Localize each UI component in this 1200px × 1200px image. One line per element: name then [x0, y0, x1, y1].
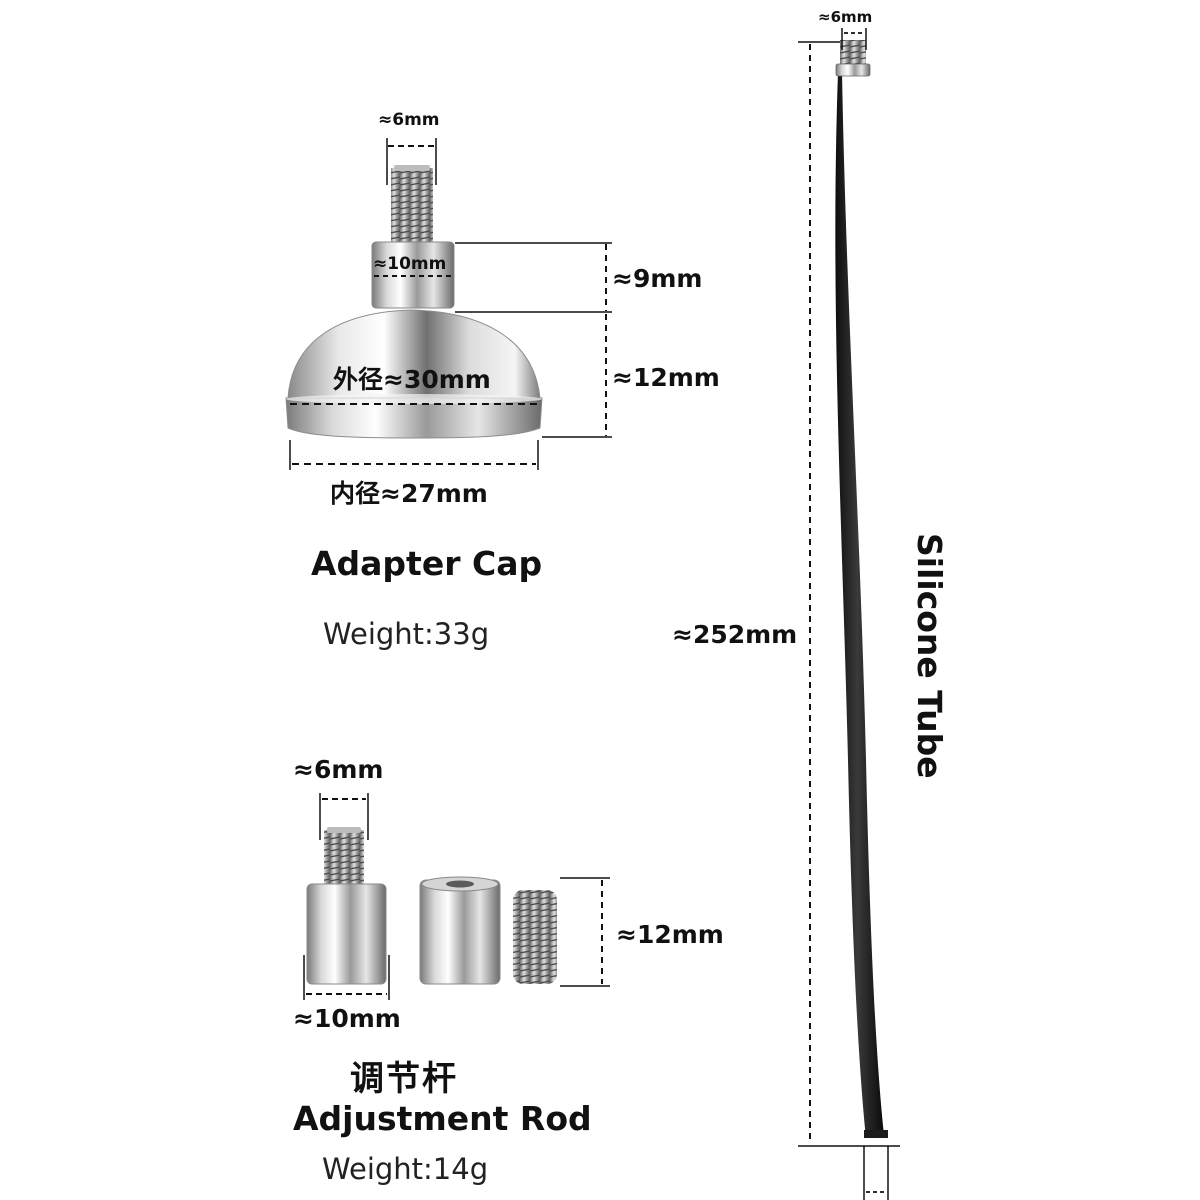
adjustment-rod-body	[306, 883, 387, 985]
adapter-cap-rim	[285, 397, 543, 439]
adjustment-rod-weight: Weight:14g	[322, 1152, 489, 1186]
adapter-cap-neck-height-label: ≈9mm	[612, 264, 703, 293]
adapter-cap-thread	[391, 168, 433, 244]
adjustment-rod-sleeve	[419, 879, 501, 985]
adapter-cap-dimension-lines	[289, 138, 612, 470]
adapter-cap-inner-diameter-label: 内径≈27mm	[330, 479, 488, 508]
silicone-tube-length-label: ≈252mm	[672, 620, 798, 649]
adjustment-rod-set-screw	[513, 890, 557, 984]
adapter-cap-dome-height-label: ≈12mm	[612, 363, 720, 392]
adapter-cap-illustration	[285, 165, 543, 439]
adjustment-rod-title: Adjustment Rod	[293, 1099, 592, 1138]
adapter-cap-neck-diameter-label: ≈10mm	[373, 254, 447, 274]
adjustment-rod-illustration	[306, 827, 557, 985]
adapter-cap-dome	[287, 309, 541, 399]
silicone-tube-title: Silicone Tube	[910, 533, 949, 779]
adjustment-rod-title-cn: 调节杆	[350, 1059, 458, 1099]
adjustment-rod-thread-diameter-label: ≈6mm	[293, 755, 384, 784]
adapter-cap-title: Adapter Cap	[311, 544, 543, 583]
adapter-cap-thread-diameter-label: ≈6mm	[378, 110, 440, 130]
adjustment-rod-body-diameter-label: ≈10mm	[293, 1004, 401, 1033]
adapter-cap-weight: Weight:33g	[323, 617, 490, 651]
adjustment-rod-dimension-lines	[303, 793, 610, 1000]
adjustment-rod-height-label: ≈12mm	[616, 920, 724, 949]
silicone-tube-illustration	[835, 40, 888, 1138]
silicone-tube-body	[835, 72, 884, 1138]
adapter-cap-outer-diameter-label: 外径≈30mm	[333, 365, 491, 394]
silicone-tube-dimension-lines	[798, 28, 900, 1200]
silicone-tube-top-diameter-label: ≈6mm	[818, 8, 873, 26]
